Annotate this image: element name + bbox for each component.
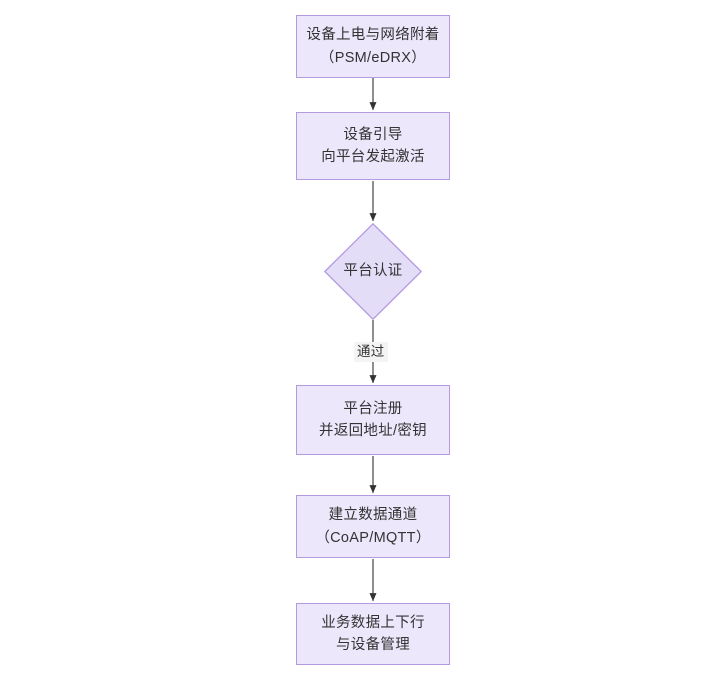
node-text-line: 业务数据上下行 — [321, 614, 425, 631]
node-text-line: 平台认证 — [343, 263, 403, 280]
node-text-line: 设备上电与网络附着 — [306, 27, 440, 44]
node-text-line: 向平台发起激活 — [321, 149, 425, 165]
flow-node-platform-authentication[interactable]: 平台认证 — [324, 223, 422, 320]
flow-node-establish-data-channel[interactable]: 建立数据通道 （CoAP/MQTT） — [296, 495, 450, 558]
flow-node-business-data-and-device-management[interactable]: 业务数据上下行 与设备管理 — [296, 603, 450, 665]
node-text-line: 并返回地址/密钥 — [319, 423, 427, 439]
node-text-line: （PSM/eDRX） — [319, 49, 427, 66]
flow-node-device-bootstrap[interactable]: 设备引导 向平台发起激活 — [296, 112, 450, 180]
flow-node-platform-registration[interactable]: 平台注册 并返回地址/密钥 — [296, 385, 450, 455]
node-text-line: 平台注册 — [343, 400, 403, 417]
diamond-shape — [324, 223, 422, 320]
flow-node-device-power-on[interactable]: 设备上电与网络附着 （PSM/eDRX） — [296, 15, 450, 78]
node-text-line: 与设备管理 — [336, 637, 410, 653]
node-text-line: 设备引导 — [343, 126, 403, 143]
node-text-line: （CoAP/MQTT） — [315, 529, 431, 546]
node-text-line: 建立数据通道 — [328, 507, 418, 524]
edge-label-pass: 通过 — [354, 342, 388, 362]
